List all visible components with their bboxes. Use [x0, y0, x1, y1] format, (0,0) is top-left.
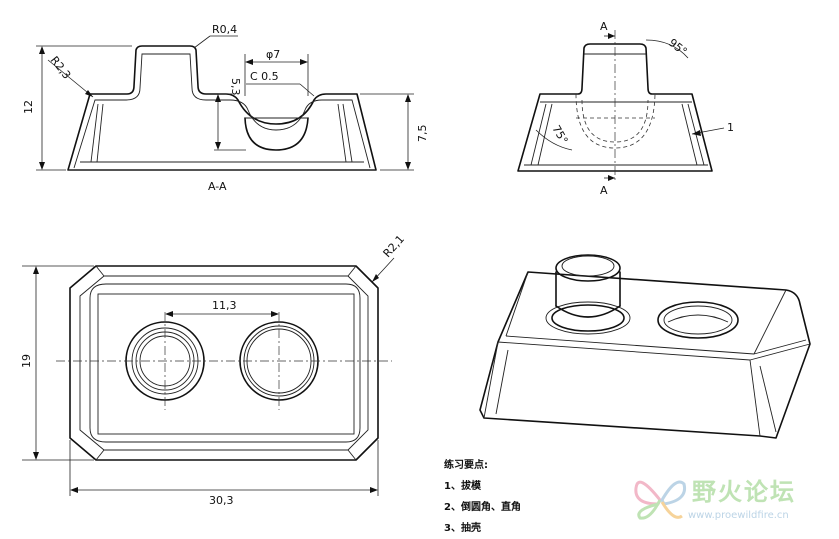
dim-r21: R2,1: [381, 233, 407, 260]
practice-notes: 练习要点: 1、拔模 2、倒圆角、直角 3、抽壳: [444, 455, 521, 539]
iso-outline: [479, 271, 811, 439]
iso-hole: [657, 301, 739, 339]
section-hole: [244, 117, 309, 151]
dim-95deg: 95°: [666, 36, 689, 58]
dim-d7: φ7: [266, 48, 280, 61]
butterfly-logo-icon: [634, 480, 687, 520]
dim-113: 11,3: [212, 299, 237, 312]
side-outer-profile: [517, 43, 713, 172]
notes-item-2: 2、倒圆角、直角: [444, 502, 521, 513]
section-title: A-A: [208, 180, 227, 193]
cut-label-top: A: [600, 20, 608, 33]
watermark: 野火论坛 www.proewildfire.cn: [630, 470, 830, 530]
notes-title: 练习要点:: [444, 460, 488, 471]
dim-12: 12: [22, 100, 35, 114]
section-inner-profile: [73, 53, 371, 169]
isometric-view: [479, 254, 811, 439]
section-view-aa: [36, 35, 414, 171]
side-view: [517, 30, 725, 182]
dim-wall-1: 1: [727, 121, 734, 134]
section-outer-profile: [67, 45, 377, 171]
top-view: [22, 257, 395, 496]
notes-item-3: 3、抽壳: [444, 523, 481, 534]
notes-item-1: 1、拔模: [444, 481, 481, 492]
dim-r04: R0,4: [212, 23, 237, 36]
dim-75: 7,5: [416, 125, 429, 143]
iso-boss-base: [551, 304, 625, 332]
dim-53: 5,3: [229, 78, 242, 96]
cut-label-bottom: A: [600, 184, 608, 197]
watermark-title: 野火论坛: [692, 478, 796, 506]
dim-19: 19: [20, 354, 33, 368]
watermark-url: www.proewildfire.cn: [688, 510, 789, 521]
top-outer-outline: [69, 265, 379, 461]
dim-c05: C 0.5: [250, 70, 279, 83]
dim-303: 30,3: [209, 494, 234, 507]
